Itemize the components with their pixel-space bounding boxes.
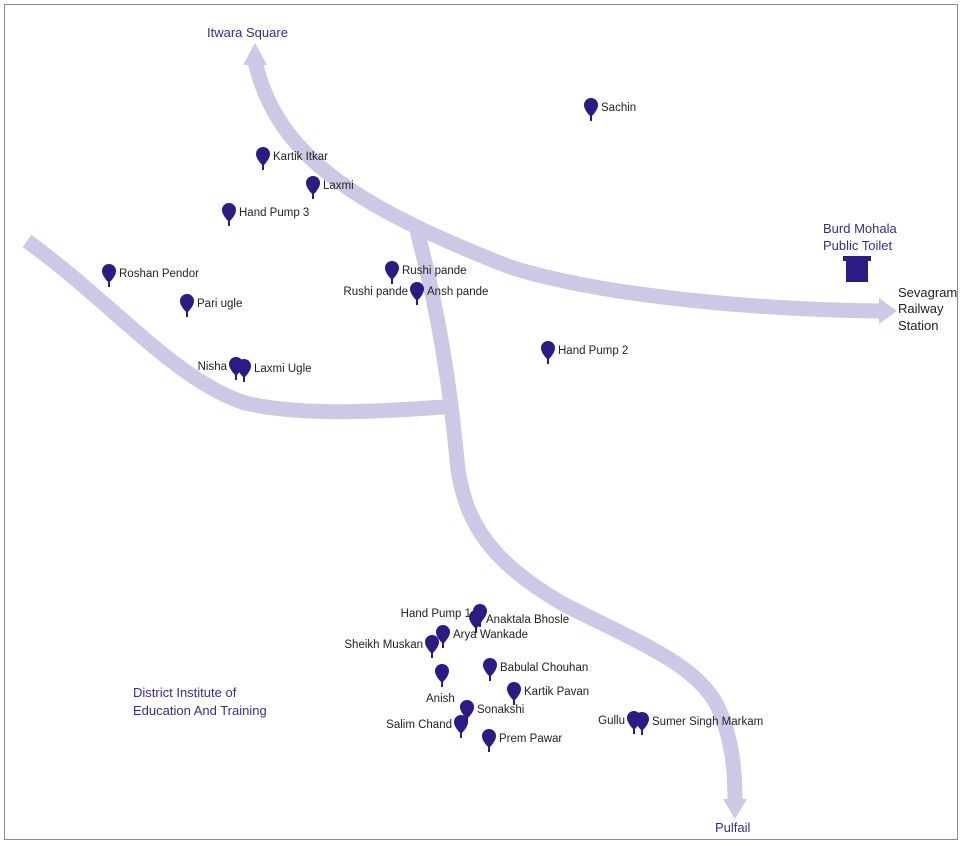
sevagram-label-line-3: Station <box>898 318 938 333</box>
marker-label: Roshan Pendor <box>119 268 199 280</box>
map-pin-icon[interactable] <box>221 202 236 226</box>
marker-label: Kartik Itkar <box>273 151 328 163</box>
map-pin-icon[interactable] <box>469 610 483 633</box>
arrow-itwara <box>243 43 267 65</box>
map-pin-icon[interactable] <box>180 294 194 317</box>
marker-label: Anish <box>426 693 455 705</box>
marker-label: Laxmi <box>323 180 354 192</box>
diet-label-line-1: District Institute of <box>133 685 237 700</box>
map-pin-icon[interactable] <box>256 147 270 170</box>
map-pin-icon[interactable] <box>306 176 320 199</box>
road-itwara-to-sevagram <box>247 59 882 319</box>
marker-label: Sachin <box>601 102 636 114</box>
arrow-sevagram <box>879 298 897 324</box>
marker-label: Rushi pande <box>402 265 467 277</box>
marker-label: Ansh pande <box>427 286 488 298</box>
map-pin-icon[interactable] <box>541 341 555 364</box>
map-pin-icon[interactable] <box>436 625 450 648</box>
map-pin-icon[interactable] <box>584 98 598 121</box>
sevagram-label-line-1: Sevagram <box>898 285 957 300</box>
map-pin-icon[interactable] <box>507 682 521 705</box>
toilet-label-line-1: Burd Mohala <box>823 221 897 236</box>
marker-label: Nisha <box>198 361 228 373</box>
marker-label: Hand Pump 3 <box>239 207 309 219</box>
toilet-label-line-2: Public Toilet <box>823 238 893 253</box>
map-pin-icon[interactable] <box>410 282 424 305</box>
map-pin-icon[interactable] <box>483 658 497 681</box>
marker-label: Arya Wankade <box>453 629 528 641</box>
marker-label: Sumer Singh Markam <box>652 716 763 728</box>
marker-label: Prem Pawar <box>499 733 562 745</box>
marker-label: Sheikh Muskan <box>344 639 423 651</box>
arrow-pulfail <box>723 799 747 819</box>
map-pin-icon[interactable] <box>425 635 439 658</box>
map-frame: Itwara Square Pulfail Sevagram Railway S… <box>4 4 958 840</box>
marker-label: Laxmi Ugle <box>254 363 312 375</box>
pulfail-label: Pulfail <box>715 820 751 835</box>
public-toilet-icon <box>843 256 871 282</box>
marker-label: Kartik Pavan <box>524 686 589 698</box>
itwara-square-label: Itwara Square <box>207 25 288 40</box>
map-pin-icon[interactable] <box>635 712 649 735</box>
marker-label: Hand Pump 2 <box>558 345 628 357</box>
map-pin-icon[interactable] <box>482 729 496 752</box>
map-pin-icon[interactable] <box>237 359 251 382</box>
marker-label: Hand Pump 1 <box>401 608 471 620</box>
marker-label: Rushi pande <box>343 286 408 298</box>
map-canvas: Itwara Square Pulfail Sevagram Railway S… <box>22 25 957 835</box>
map-pin-icon[interactable] <box>102 264 116 287</box>
marker-label: Gullu <box>598 715 625 727</box>
marker-label: Salim Chand <box>386 719 452 731</box>
marker-label: Babulal Chouhan <box>500 662 588 674</box>
road-west-branch <box>22 234 446 420</box>
marker-label: Anaktala Bhosle <box>486 614 569 626</box>
roads <box>22 43 897 819</box>
diet-label-line-2: Education And Training <box>133 703 267 718</box>
map-pin-icon[interactable] <box>454 715 468 738</box>
road-south-to-pulfail <box>409 229 743 806</box>
marker-label: Sonakshi <box>477 704 524 716</box>
map-pin-icon[interactable] <box>385 261 399 284</box>
sevagram-label-line-2: Railway <box>898 301 944 316</box>
marker-label: Pari ugle <box>197 298 242 310</box>
map-pin-icon[interactable] <box>435 664 449 687</box>
